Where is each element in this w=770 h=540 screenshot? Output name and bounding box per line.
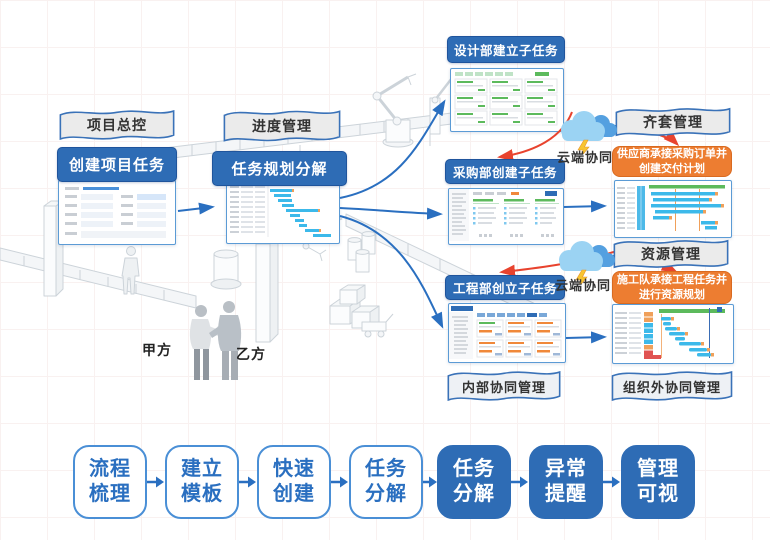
ribbon-shape [222,106,342,146]
flow-step-text: 任务 [453,458,495,480]
party-figures [189,301,242,380]
label-create-project-task: 创建项目任务 [57,147,177,182]
flow-arrow-icon [422,476,437,488]
flow-step-build-template: 建立 模板 [165,445,239,519]
note-contractor: 施工队承接工程任务并进行资源规划 [612,271,732,304]
flow-step-visual-management: 管理 可视 [621,445,695,519]
flow-arrow-icon [239,476,256,488]
flow-arrow-icon [603,476,620,488]
party-b-label: 乙方 [236,346,266,362]
banner-label: 内部协同管理 [461,379,546,395]
banner-internal-collab: 内部协同管理 [446,367,562,405]
banner-project-control: 项目总控 [58,106,176,144]
flow-step-text: 流程 [89,458,131,480]
flow-step-text: 创建 [273,483,315,505]
flow-step-task-breakdown-outline: 任务 分解 [349,445,423,519]
ribbon-shape [58,106,176,144]
cloud-collab-label-1: 云端协同 [556,150,613,165]
banner-progress-mgmt: 进度管理 [222,106,342,146]
banner-label: 齐套管理 [643,114,703,130]
flow-step-text: 管理 [637,458,679,480]
flow-step-text: 分解 [453,483,495,505]
banner-label: 组织外协同管理 [622,379,721,395]
cloud-icon [561,111,617,154]
cloud-icon [559,241,615,284]
flow-step-task-breakdown-solid: 任务 分解 [437,445,511,519]
ribbon-shape [614,104,732,140]
lightning-icon [575,269,588,284]
design-screenshot [450,68,564,132]
cloud-sync-icon-2 [554,236,616,284]
form-screenshot [58,180,176,245]
flow-step-process-sorting: 流程 梳理 [73,445,147,519]
banner-external-collab: 组织外协同管理 [610,367,734,405]
flow-step-exception-alert: 异常 提醒 [529,445,603,519]
flow-step-text: 任务 [365,458,407,480]
label-purchase-subtask: 采购部创建子任务 [445,159,565,184]
contractor-gantt-screenshot [612,304,734,364]
flow-step-text: 快速 [273,458,315,480]
flow-arrow-icon [331,476,348,488]
label-task-planning: 任务规划分解 [212,151,347,186]
engineering-screenshot [448,303,566,363]
cloud-collab-label-2: 云端协同 [554,278,611,293]
connector-arrows [177,99,680,344]
flow-step-quick-create: 快速 创建 [257,445,331,519]
banner-kitting-mgmt: 齐套管理 [614,104,732,140]
note-supplier: 供应商承接采购订单并创建交付计划 [612,146,732,177]
flow-step-text: 梳理 [89,483,131,505]
flow-arrow-icon [511,476,528,488]
party-a-label: 甲方 [142,342,172,358]
banner-label: 项目总控 [87,117,147,133]
supplier-gantt-screenshot [614,180,732,238]
ribbon-shape [610,367,734,405]
banner-resource-mgmt: 资源管理 [612,236,730,272]
ribbon-shape [612,236,730,272]
flow-step-text: 分解 [365,483,407,505]
flow-step-text: 提醒 [545,483,587,505]
flow-step-text: 模板 [181,483,223,505]
label-design-subtask: 设计部建立子任务 [447,36,565,63]
banner-label: 资源管理 [641,246,701,262]
ribbon-shape [446,367,562,405]
cloud-sync-icon-1 [556,106,618,154]
purchase-screenshot [448,188,564,245]
lightning-icon [577,139,590,154]
banner-label: 进度管理 [252,118,312,134]
label-engineering-subtask: 工程部创立子任务 [445,275,565,300]
flow-arrow-icon [147,476,164,488]
flow-step-text: 可视 [637,483,679,505]
flow-step-text: 建立 [181,458,223,480]
flow-step-text: 异常 [545,458,587,480]
